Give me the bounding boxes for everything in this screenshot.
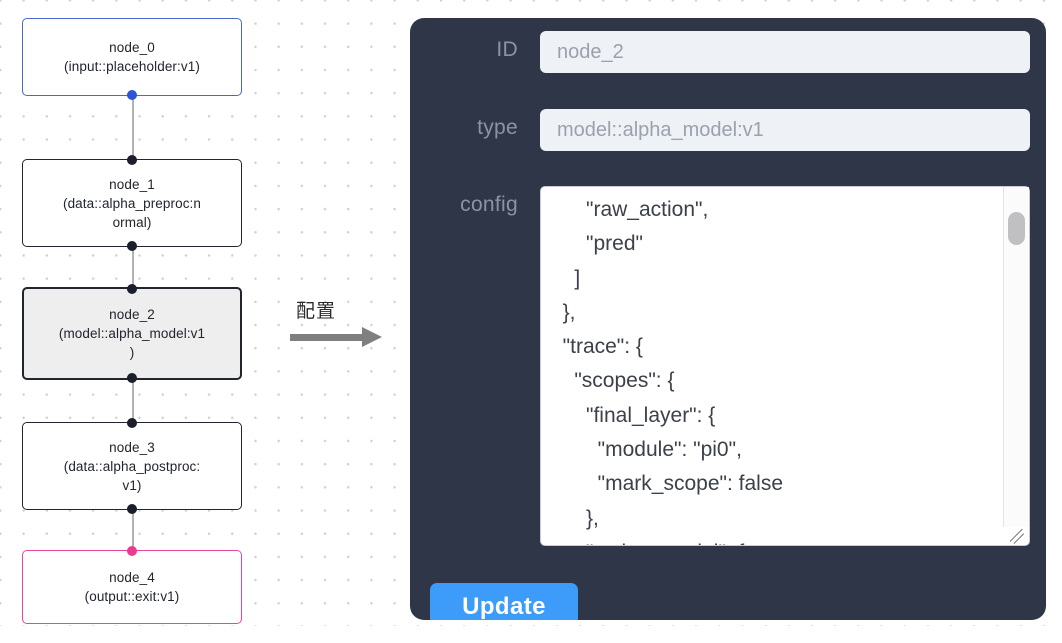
node-handle-bottom-icon[interactable] — [127, 241, 137, 251]
node-subtitle-line1: (data::alpha_postproc: — [63, 458, 201, 474]
transition-annotation: 配置 — [288, 296, 398, 358]
right-arrow-icon — [290, 334, 364, 341]
node-subtitle-line2: v1) — [122, 477, 142, 493]
graph-node-node_0[interactable]: node_0 (input::placeholder:v1) — [22, 18, 242, 100]
edge-node0-node1 — [131, 96, 134, 159]
node-subtitle-line2: ormal) — [112, 214, 152, 230]
edge-node1-node2 — [131, 247, 134, 287]
right-arrow-head-icon — [362, 327, 382, 347]
update-button[interactable]: Update — [430, 583, 578, 620]
graph-node-node_1[interactable]: node_1 (data::alpha_preproc:n ormal) — [22, 155, 242, 251]
node-subtitle: (input::placeholder:v1) — [64, 59, 200, 74]
node-handle-top-icon[interactable] — [127, 155, 137, 165]
node-subtitle: (output::exit:v1) — [84, 589, 180, 604]
graph-canvas[interactable]: node_0 (input::placeholder:v1) node_1 (d… — [0, 0, 1062, 626]
graph-node-node_3[interactable]: node_3 (data::alpha_postproc: v1) — [22, 418, 242, 514]
node-subtitle-line1: (model::alpha_model:v1 — [58, 326, 206, 341]
node-handle-top-icon[interactable] — [127, 284, 137, 294]
node-handle-bottom-icon[interactable] — [127, 90, 137, 100]
config-textarea-wrapper: "raw_action", "pred" ] }, "trace": { "sc… — [540, 186, 1030, 546]
transition-label: 配置 — [296, 300, 337, 322]
edge-node3-node4 — [131, 510, 134, 550]
canvas-bottom-strip — [0, 626, 1062, 643]
node-handle-bottom-icon[interactable] — [127, 504, 137, 514]
field-row-type: type — [430, 109, 1030, 151]
graph-node-node_4[interactable]: node_4 (output::exit:v1) — [22, 546, 242, 624]
config-textarea[interactable]: "raw_action", "pred" ] }, "trace": { "sc… — [540, 186, 1030, 546]
config-field-label: config — [460, 193, 518, 216]
id-field-label: ID — [496, 38, 518, 61]
node-title: node_4 — [109, 570, 155, 585]
node-title: node_2 — [109, 307, 155, 322]
field-row-config: config "raw_action", "pred" ] }, "trace"… — [430, 186, 1030, 546]
node-title: node_3 — [109, 439, 155, 455]
node-subtitle-line1: (data::alpha_preproc:n — [62, 195, 202, 211]
config-scrollbar[interactable] — [1003, 187, 1029, 527]
node-handle-top-icon[interactable] — [127, 418, 137, 428]
config-scrollbar-thumb[interactable] — [1008, 212, 1025, 245]
id-input[interactable] — [540, 31, 1030, 73]
graph-node-node_2[interactable]: node_2 (model::alpha_model:v1 ) — [22, 284, 242, 383]
resize-handle-icon[interactable] — [1010, 526, 1028, 544]
node-subtitle-line2: ) — [129, 345, 135, 360]
node-config-panel: ID type config "raw_action", "pred" ] },… — [410, 18, 1046, 620]
node-title: node_1 — [109, 176, 155, 192]
edge-node2-node3 — [131, 380, 134, 422]
type-field-label: type — [477, 116, 518, 139]
node-handle-top-icon[interactable] — [127, 546, 137, 556]
node-handle-bottom-icon[interactable] — [127, 373, 137, 383]
node-title: node_0 — [109, 40, 155, 55]
field-row-id: ID — [430, 31, 1030, 73]
type-input[interactable] — [540, 109, 1030, 151]
